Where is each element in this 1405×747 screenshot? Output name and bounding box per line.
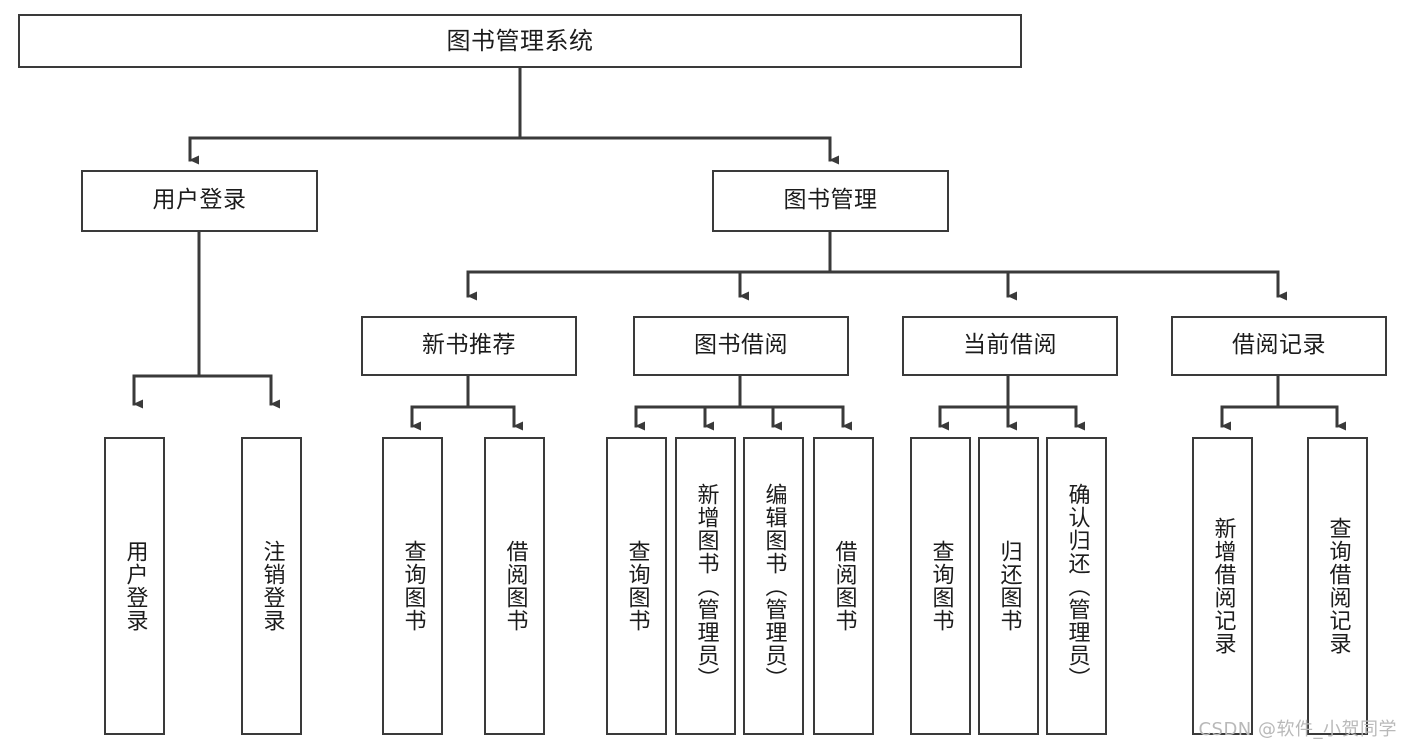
node-current-borrow-label: 当前借阅 bbox=[963, 332, 1057, 359]
node-current-borrow[interactable]: 当前借阅 bbox=[902, 316, 1118, 376]
node-leaf-query-book-2-label: 查询图书 bbox=[624, 540, 650, 632]
node-leaf-edit-book-admin[interactable]: 编辑图书（管理员） bbox=[743, 437, 804, 735]
node-leaf-user-login[interactable]: 用户登录 bbox=[104, 437, 165, 735]
node-user-login[interactable]: 用户登录 bbox=[81, 170, 318, 232]
node-leaf-add-book-admin-label: 新增图书（管理员） bbox=[693, 482, 719, 690]
node-leaf-logout-login-label: 注销登录 bbox=[259, 540, 285, 632]
node-borrow-record[interactable]: 借阅记录 bbox=[1171, 316, 1387, 376]
node-root-label: 图书管理系统 bbox=[446, 26, 594, 55]
node-leaf-query-book-3-label: 查询图书 bbox=[928, 540, 954, 632]
node-borrow-record-label: 借阅记录 bbox=[1232, 332, 1326, 359]
node-new-book-recommend[interactable]: 新书推荐 bbox=[361, 316, 577, 376]
node-leaf-add-book-admin[interactable]: 新增图书（管理员） bbox=[675, 437, 736, 735]
node-leaf-query-borrow-record[interactable]: 查询借阅记录 bbox=[1307, 437, 1368, 735]
node-root[interactable]: 图书管理系统 bbox=[18, 14, 1022, 68]
node-leaf-query-book-2[interactable]: 查询图书 bbox=[606, 437, 667, 735]
node-leaf-add-borrow-record-label: 新增借阅记录 bbox=[1210, 517, 1236, 655]
node-leaf-logout-login[interactable]: 注销登录 bbox=[241, 437, 302, 735]
node-leaf-confirm-return-admin-label: 确认归还（管理员） bbox=[1064, 482, 1090, 690]
node-leaf-user-login-label: 用户登录 bbox=[122, 540, 148, 632]
node-book-management[interactable]: 图书管理 bbox=[712, 170, 949, 232]
node-leaf-return-book-label: 归还图书 bbox=[996, 540, 1022, 632]
node-user-login-label: 用户登录 bbox=[152, 187, 247, 214]
node-leaf-borrow-book-2[interactable]: 借阅图书 bbox=[813, 437, 874, 735]
node-book-borrow-label: 图书借阅 bbox=[694, 332, 788, 359]
node-leaf-edit-book-admin-label: 编辑图书（管理员） bbox=[761, 482, 787, 690]
node-leaf-confirm-return-admin[interactable]: 确认归还（管理员） bbox=[1046, 437, 1107, 735]
node-leaf-borrow-book-1[interactable]: 借阅图书 bbox=[484, 437, 545, 735]
node-new-book-recommend-label: 新书推荐 bbox=[422, 332, 516, 359]
node-book-management-label: 图书管理 bbox=[783, 187, 878, 214]
node-leaf-borrow-book-2-label: 借阅图书 bbox=[831, 540, 857, 632]
node-leaf-query-borrow-record-label: 查询借阅记录 bbox=[1325, 517, 1351, 655]
node-leaf-add-borrow-record[interactable]: 新增借阅记录 bbox=[1192, 437, 1253, 735]
node-leaf-return-book[interactable]: 归还图书 bbox=[978, 437, 1039, 735]
node-leaf-borrow-book-1-label: 借阅图书 bbox=[502, 540, 528, 632]
node-leaf-query-book-1-label: 查询图书 bbox=[400, 540, 426, 632]
node-book-borrow[interactable]: 图书借阅 bbox=[633, 316, 849, 376]
node-leaf-query-book-1[interactable]: 查询图书 bbox=[382, 437, 443, 735]
watermark-text: CSDN @软件_小贺同学 bbox=[1198, 719, 1397, 740]
node-leaf-query-book-3[interactable]: 查询图书 bbox=[910, 437, 971, 735]
